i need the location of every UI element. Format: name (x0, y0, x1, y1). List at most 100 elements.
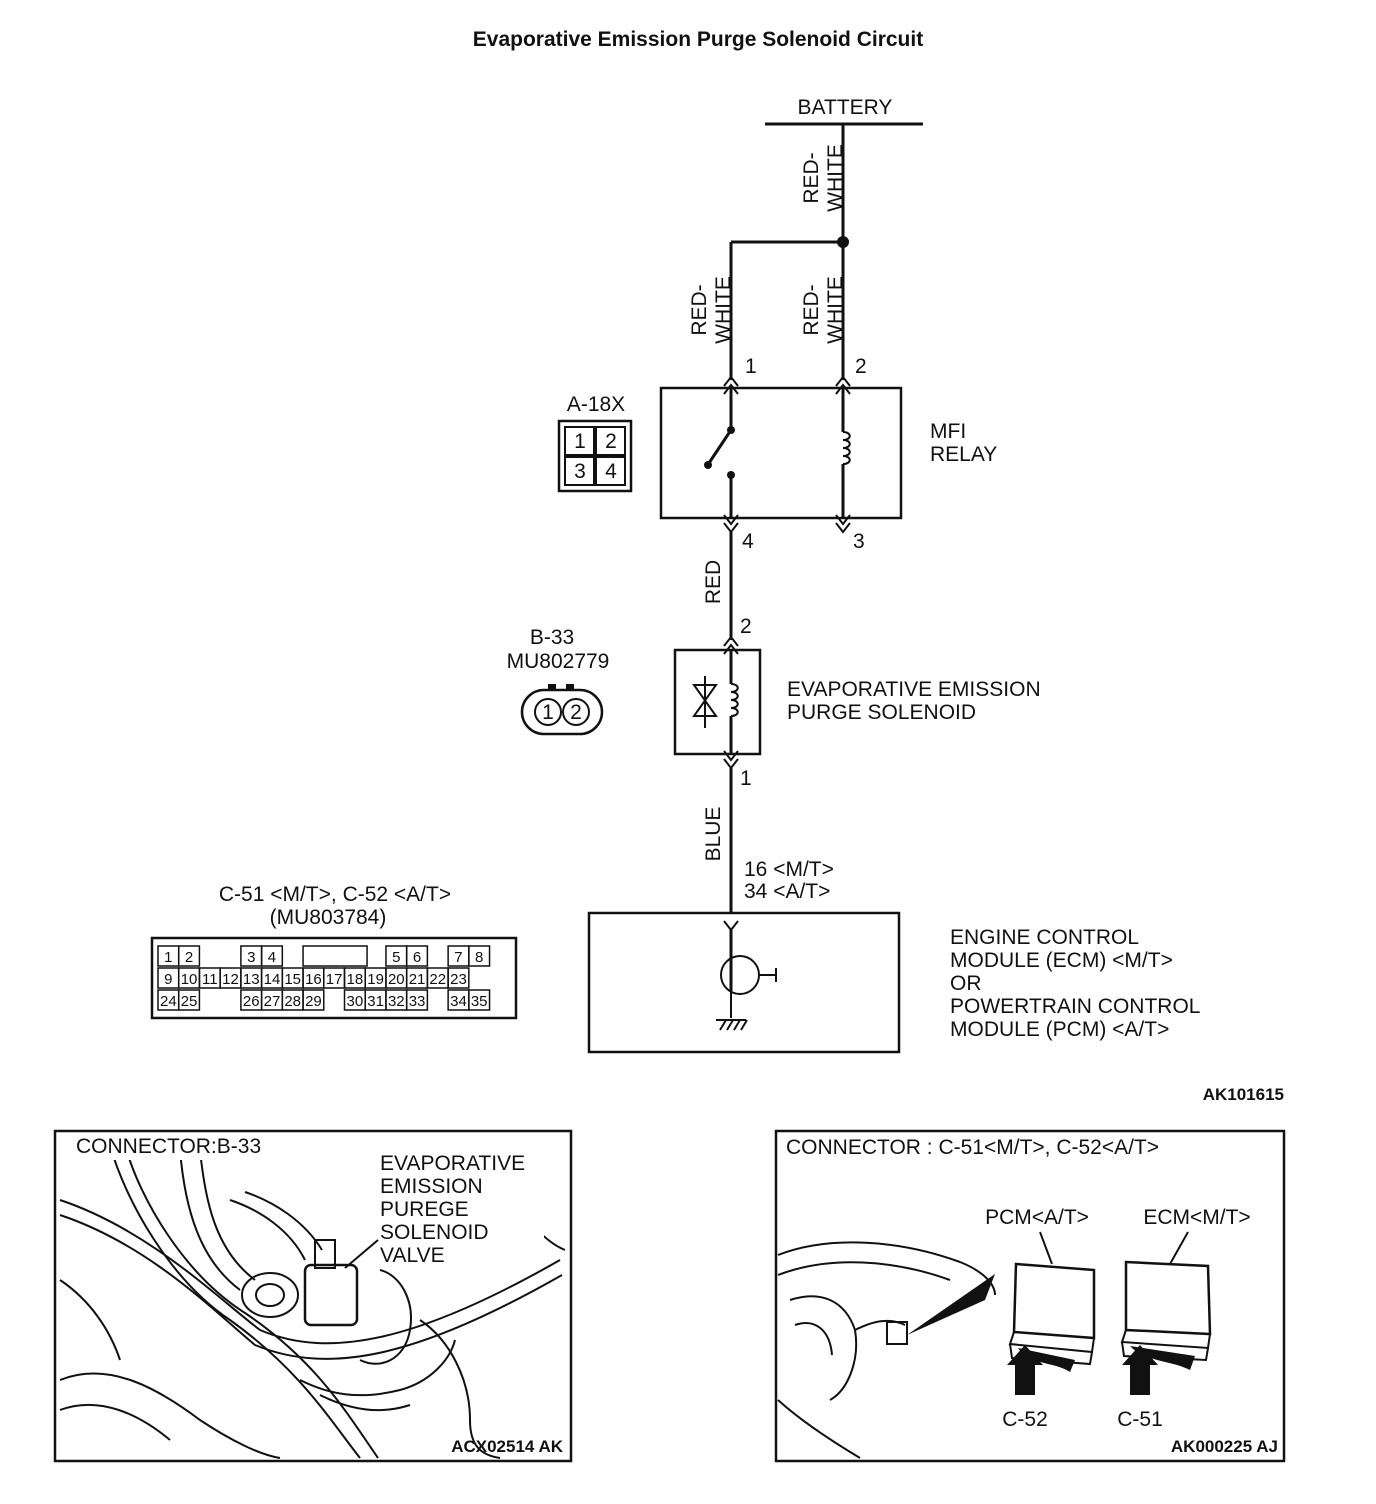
relay-pin: 3 (574, 460, 586, 483)
ecm-pin-label: 34 (450, 993, 467, 1010)
valve-icon (692, 684, 718, 717)
ecm-pin-label: 28 (284, 993, 301, 1010)
relay-terminal-1: 1 (745, 355, 757, 378)
connector-mark (723, 635, 739, 647)
relay-terminal-4: 4 (742, 530, 754, 553)
ecm-pin-cell (468, 945, 491, 967)
relay-pin-cell (595, 456, 626, 486)
mfi-relay-box (659, 386, 903, 520)
photo-panel-c51-c52 (774, 1129, 1286, 1463)
purge-solenoid-box (673, 648, 762, 756)
ecm-pin-label: 6 (413, 949, 421, 966)
pcm-leader (1039, 1231, 1053, 1265)
solenoid-connector-id: B-33 (530, 626, 574, 649)
solenoid-part-number: MU802779 (507, 650, 610, 673)
photo-left-callout: SOLENOID (380, 1221, 489, 1244)
ecm-name-line: MODULE (PCM) <A/T> (950, 1018, 1169, 1041)
pcm-label: PCM<A/T> (985, 1206, 1089, 1229)
wire-label-red-white-right: RED- WHITE (800, 276, 847, 344)
callout-leader (344, 1239, 379, 1269)
connector-mark (835, 375, 851, 387)
ecm-pin-label: 12 (222, 971, 239, 988)
ecm-pin-label: 8 (475, 949, 483, 966)
ecm-pin-label: 30 (347, 993, 364, 1010)
ecm-pin-cell (302, 989, 325, 1011)
wire-label-red: RED (702, 560, 725, 604)
ecm-pin-label: 27 (264, 993, 281, 1010)
ecm-pin-cell (468, 989, 491, 1011)
ecm-pin-label: 2 (185, 949, 193, 966)
ecm-pin-label: 11 (202, 971, 218, 988)
c51-arrow-icon (1122, 1345, 1158, 1395)
ecm-pin-label: 14 (264, 971, 281, 988)
ecm-pin-label: 29 (305, 993, 322, 1010)
ecm-name: ENGINE CONTROL MODULE (ECM) <M/T> OR POW… (950, 926, 1200, 1041)
ecm-name-line: MODULE (ECM) <M/T> (950, 949, 1173, 972)
ecm-pin-label: 3 (247, 949, 255, 966)
ecm-pin-label: 22 (429, 971, 446, 988)
ecm-pin-label: 32 (388, 993, 405, 1010)
ecm-label: ECM<M/T> (1143, 1206, 1250, 1229)
ecm-pin-label: 25 (181, 993, 198, 1010)
ecm-pin-cell (447, 967, 470, 989)
ecm-pin-cell (177, 989, 201, 1011)
ecm-pin-label: 16 (305, 971, 322, 988)
connector-mark (835, 522, 851, 534)
ecm-pin-label: 1 (164, 949, 172, 966)
ecm-terminal-at: 34 <A/T> (744, 880, 830, 903)
ecm-part-number: (MU803784) (270, 906, 387, 929)
ecm-pin-label: 10 (181, 971, 198, 988)
ecm-pin-label: 23 (450, 971, 467, 988)
ecm-leader (1169, 1231, 1189, 1265)
relay-pin: 2 (605, 430, 617, 453)
solenoid-pin: 1 (542, 701, 554, 724)
relay-name-line1: MFI (930, 420, 966, 443)
solenoid-pin: 2 (570, 701, 582, 724)
photo-left-callout: EMISSION (380, 1175, 483, 1198)
connector-mark (723, 920, 739, 932)
ecm-pin-label: 31 (367, 993, 384, 1010)
dashboard-illustration (777, 1241, 996, 1459)
ecm-pin-label: 24 (160, 993, 177, 1010)
connector-mark (723, 750, 739, 762)
svg-text:WHITE: WHITE (824, 276, 847, 344)
connector-latch (566, 684, 574, 691)
photo-left-callout: VALVE (380, 1244, 445, 1267)
diagram-code: AK101615 (1203, 1085, 1284, 1104)
connector-mark (723, 375, 739, 387)
relay-connector-id: A-18X (567, 393, 625, 416)
relay-terminal-2: 2 (855, 355, 867, 378)
ecm-pin-label: 33 (409, 993, 426, 1010)
svg-text:RED-: RED- (800, 152, 823, 203)
ecm-pin-label: 19 (367, 971, 384, 988)
ecm-terminal-mt: 16 <M/T> (744, 858, 834, 881)
ecm-pin-label: 26 (243, 993, 260, 1010)
solenoid-connector-face (520, 688, 604, 736)
photo-left-callout: EVAPORATIVE (380, 1152, 525, 1175)
ecm-pin-label: 15 (284, 971, 301, 988)
ecm-name-line: OR (950, 972, 982, 995)
photo-right-code: AK000225 AJ (1171, 1437, 1278, 1456)
relay-pin-cell (564, 456, 595, 486)
solenoid-terminal-2: 2 (740, 615, 752, 638)
ecm-connector-keyway (302, 945, 368, 967)
c52-arrow-icon (1007, 1345, 1043, 1395)
ecm-pin-cell (177, 945, 201, 967)
relay-switch-arm (707, 429, 733, 464)
ecm-pin-label: 17 (326, 971, 343, 988)
transistor-icon (720, 955, 760, 995)
photo-left-heading: CONNECTOR:B-33 (76, 1135, 261, 1158)
battery-label: BATTERY (798, 96, 893, 119)
photo-left-callout: PUREGE (380, 1198, 469, 1221)
diagram-title: Evaporative Emission Purge Solenoid Circ… (473, 28, 923, 51)
ecm-connector-face (150, 936, 518, 1020)
ecm-pin-label: 18 (347, 971, 364, 988)
ecm-pin-label: 4 (268, 949, 276, 966)
switch-pivot (704, 461, 712, 469)
relay-terminal-3: 3 (853, 530, 865, 553)
c51-label: C-51 (1117, 1408, 1163, 1431)
svg-text:RED-: RED- (800, 284, 823, 335)
relay-pin: 1 (574, 430, 586, 453)
